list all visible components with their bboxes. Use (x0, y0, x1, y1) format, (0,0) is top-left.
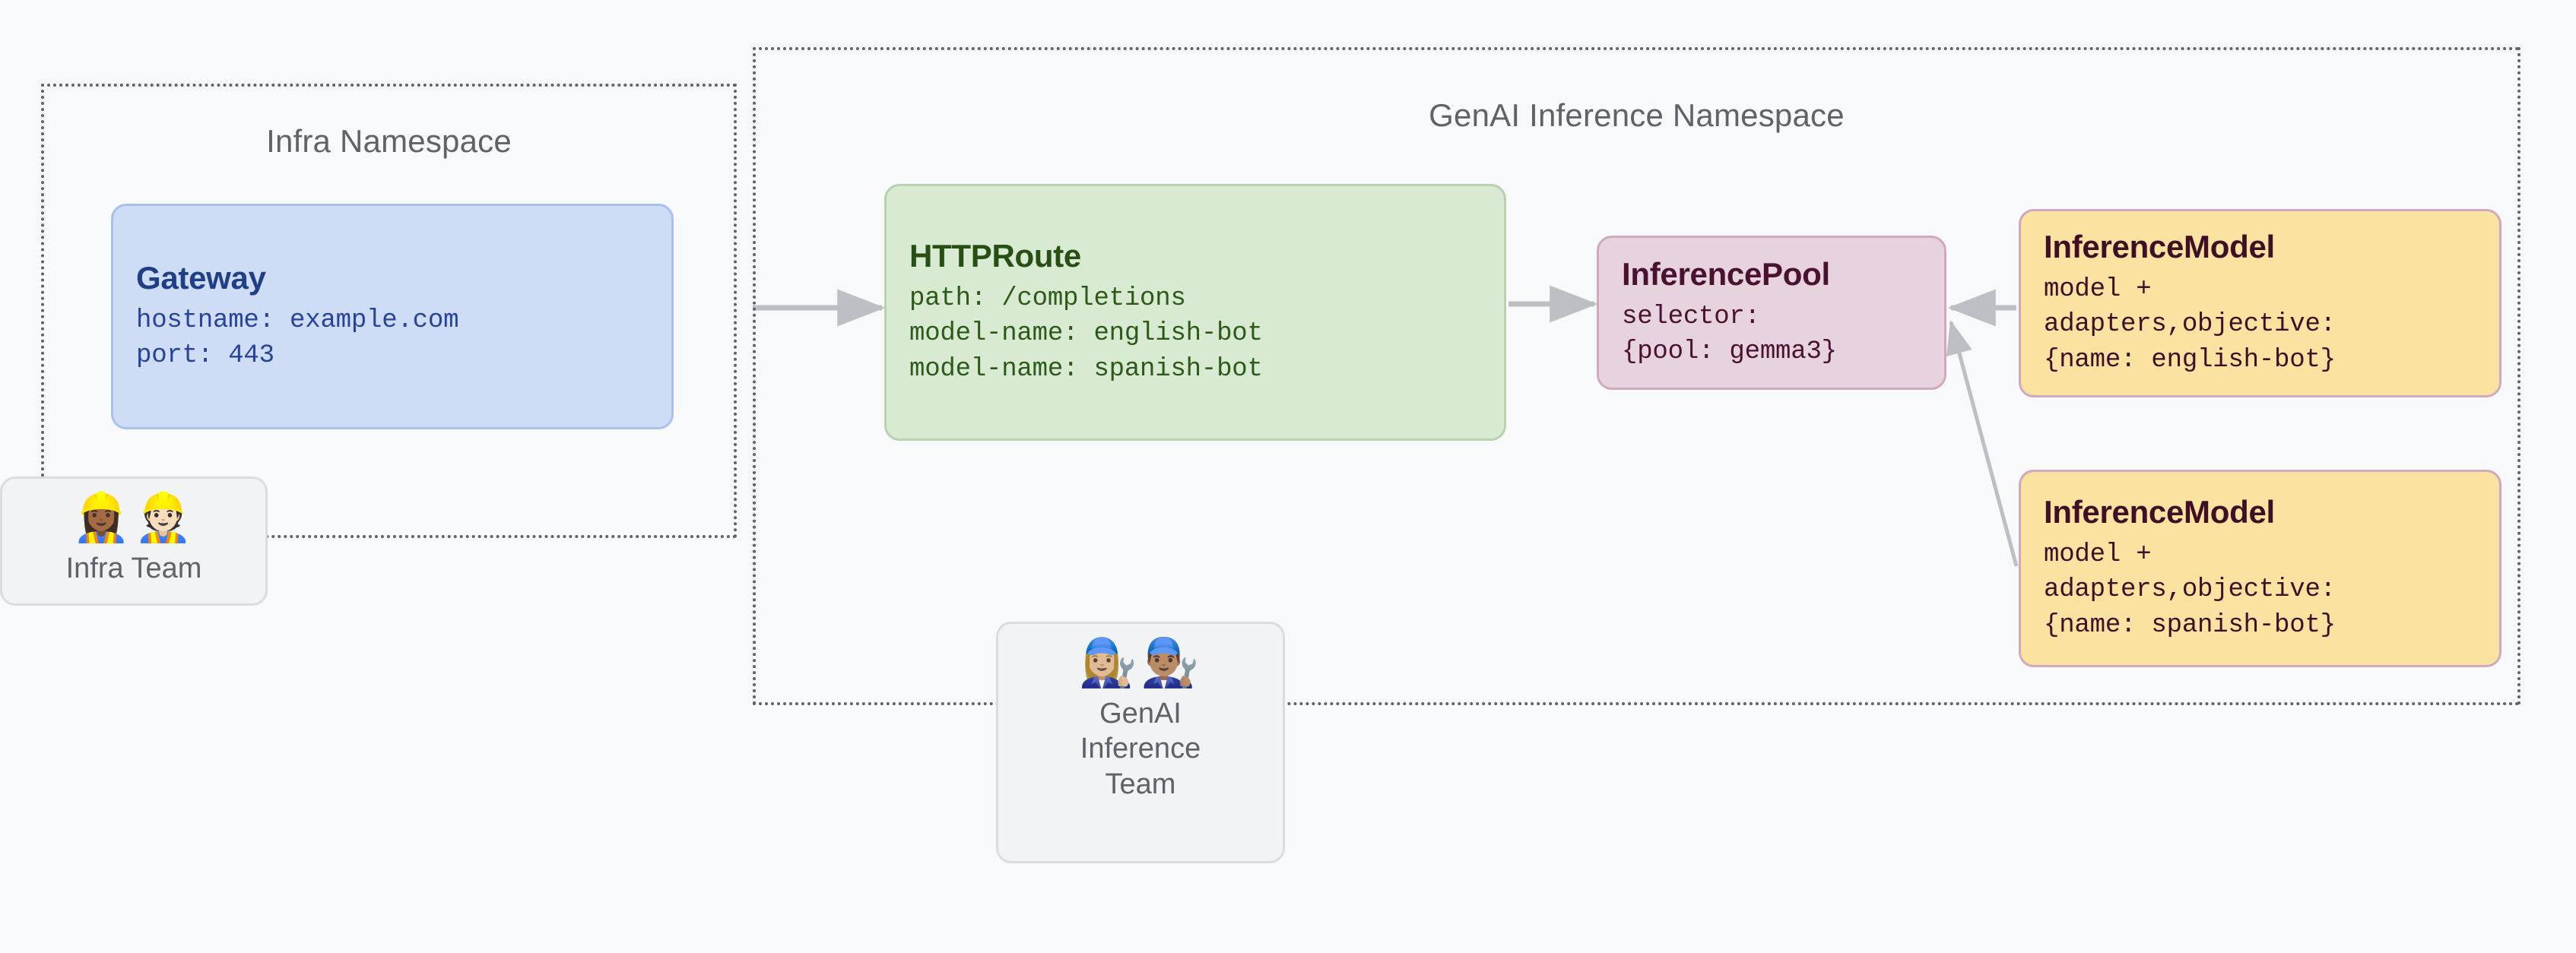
infra-team-badge[interactable]: 👷🏾‍♀️👷🏻 Infra Team (0, 476, 268, 606)
inferencemodel-spanish-card-line-adapters: adapters,objective: (2044, 575, 2336, 605)
inferencemodel-spanish-card-title: InferenceModel (2044, 494, 2275, 530)
gateway-card-title: Gateway (136, 259, 266, 296)
gateway-card-line-hostname: hostname: example.com (136, 306, 459, 335)
inferencepool-card[interactable]: InferencePool selector: {pool: gemma3} (1597, 236, 1946, 390)
inferencemodel-english-card-line-adapters: adapters,objective: (2044, 310, 2336, 340)
inferencemodel-spanish-card[interactable]: InferenceModel model + adapters,objectiv… (2019, 470, 2501, 667)
inferencemodel-spanish-card-line-model: model + (2044, 540, 2152, 570)
gateway-card[interactable]: Gateway hostname: example.com port: 443 (111, 204, 674, 429)
namespace-infra-title: Infra Namespace (266, 123, 512, 159)
inferencemodel-spanish-card-line-name: {name: spanish-bot} (2044, 610, 2336, 640)
namespace-genai-inference: GenAI Inference Namespace (753, 47, 2520, 705)
genai-inference-team-badge[interactable]: 👩🏼‍🔧👨🏽‍🔧 GenAI Inference Team (996, 622, 1285, 863)
httproute-card[interactable]: HTTPRoute path: /completions model-name:… (884, 184, 1506, 441)
inferencemodel-english-card-title: InferenceModel (2044, 229, 2275, 265)
namespace-infra: Infra Namespace (41, 84, 737, 538)
gateway-card-line-port: port: 443 (136, 341, 274, 371)
inferencepool-card-title: InferencePool (1622, 255, 1830, 292)
httproute-card-line-model-spanish: model-name: spanish-bot (909, 354, 1263, 384)
httproute-card-line-path: path: /completions (909, 284, 1186, 314)
inferencepool-card-line-pool: {pool: gemma3} (1622, 337, 1837, 367)
inferencepool-card-line-selector: selector: (1622, 302, 1760, 331)
inferencemodel-english-card-line-model: model + (2044, 275, 2152, 305)
infra-team-label: Infra Team (65, 552, 202, 585)
inferencemodel-english-card[interactable]: InferenceModel model + adapters,objectiv… (2019, 209, 2501, 397)
genai-inference-team-label: GenAI Inference Team (1080, 698, 1201, 800)
httproute-card-title: HTTPRoute (909, 238, 1081, 274)
inferencemodel-english-card-line-name: {name: english-bot} (2044, 345, 2336, 375)
httproute-card-line-model-english: model-name: english-bot (909, 319, 1263, 349)
construction-worker-icon: 👷🏾‍♀️👷🏻 (71, 489, 196, 545)
namespace-genai-inference-title: GenAI Inference Namespace (1429, 97, 1845, 133)
mechanic-icon: 👩🏼‍🔧👨🏽‍🔧 (1078, 635, 1203, 690)
